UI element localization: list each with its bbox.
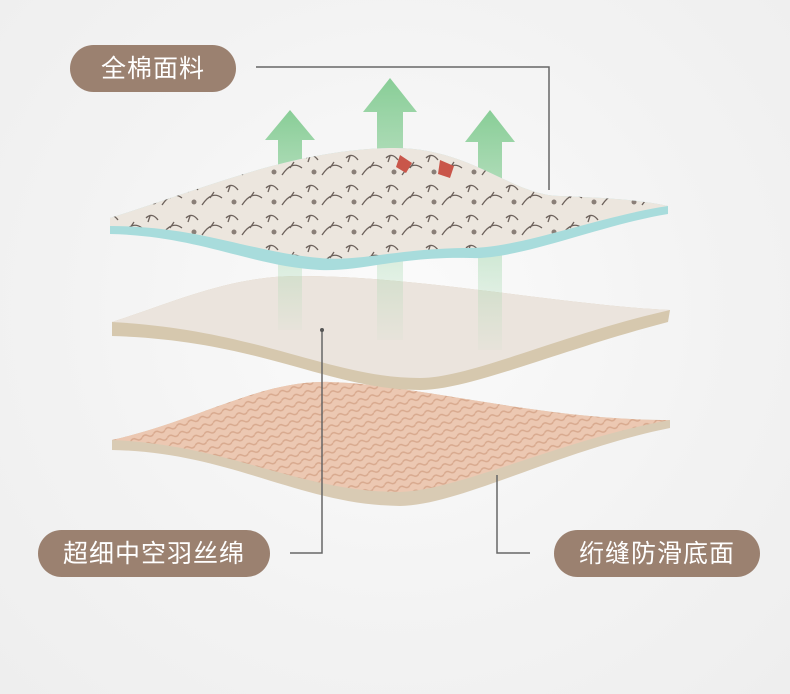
leader-lines (256, 66, 550, 554)
leader-line-top (256, 66, 550, 190)
leader-line-middle (290, 330, 323, 554)
leader-line-bottom (496, 475, 530, 554)
top-layer-cotton-fabric (110, 147, 668, 271)
label-quilted-anti-slip-base: 绗缝防滑底面 (554, 530, 760, 577)
label-cotton-fabric: 全棉面料 (70, 45, 236, 92)
label-hollow-fiber-filling: 超细中空羽丝绵 (38, 530, 270, 577)
bottom-layer-anti-slip (112, 381, 670, 506)
